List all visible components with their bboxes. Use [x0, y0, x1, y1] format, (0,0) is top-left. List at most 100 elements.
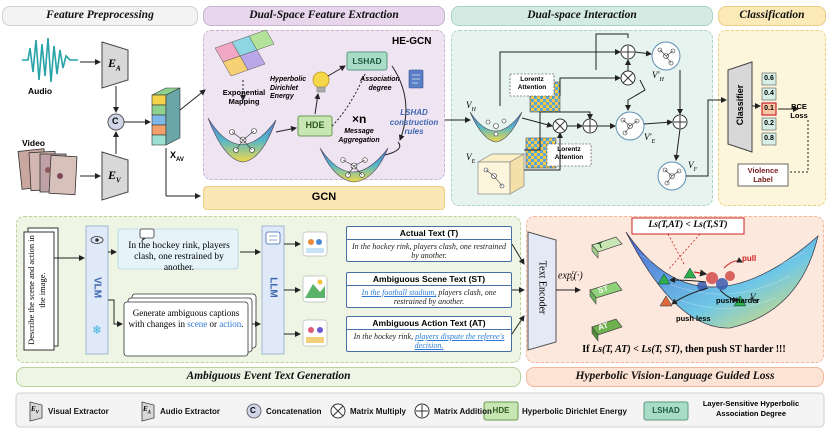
legend-add-icon — [414, 403, 430, 419]
text-encoder-block — [527, 231, 557, 351]
score-4: 0.8 — [764, 135, 774, 142]
vlm-block — [85, 225, 109, 355]
section-title-interaction: Dual-space Interaction — [527, 9, 637, 21]
matrix-add-node-mid — [582, 118, 598, 134]
visual-extractor-block — [101, 151, 129, 201]
ea-symbol: EA — [108, 56, 121, 73]
lshad-block — [346, 51, 388, 71]
dispute-scene-icon — [302, 319, 328, 347]
legend-visual-extractor-icon — [29, 401, 43, 422]
eye-icon — [90, 236, 104, 244]
hyperbolic-bowl-right — [319, 147, 389, 183]
lorentz-attention-label-2: Lorentz Attention — [554, 146, 584, 161]
chat-bubble-icon — [139, 228, 155, 242]
hyperbolic-bowl-left — [207, 117, 277, 163]
ve-prime-graph-node — [615, 111, 645, 141]
audio-label: Audio — [28, 86, 53, 96]
title-bar-loss — [526, 367, 824, 387]
title-bar-classification — [718, 6, 826, 26]
matrix-add-node-final — [672, 114, 688, 130]
generate-card — [123, 301, 249, 357]
marker-at — [659, 295, 673, 307]
token-t — [591, 236, 623, 259]
title-bar-textgen — [16, 367, 521, 387]
vlm-label: VLM — [91, 276, 103, 299]
legend-visual-extractor: Visual Extractor — [48, 407, 109, 416]
pull-label: pull — [742, 254, 757, 263]
vh-prime-label: V'H — [652, 70, 664, 83]
xav-feature-stack — [151, 87, 181, 146]
legend-hde: Hyperbolic Dirichlet Energy — [522, 407, 627, 416]
describe-prompt: Describe the scene and action in the ima… — [26, 235, 47, 345]
legend-lshad-icon — [643, 401, 689, 421]
ve-label: VE — [466, 152, 476, 165]
inequality-label: Ls(T,AT) < Ls(T,ST) — [648, 220, 728, 230]
ambiguous-scene-box: Ambiguous Scene Text (ST) In the footbal… — [346, 272, 512, 308]
score-column — [761, 72, 777, 146]
title-bar-extraction — [203, 6, 445, 26]
llm-label: LLM — [267, 277, 279, 298]
matrix-multiply-node-top — [620, 70, 636, 86]
marker-t — [683, 267, 697, 279]
legend-hde-symbol: HDE — [492, 406, 510, 415]
score-0: 0.6 — [764, 75, 774, 82]
section-title-preprocessing: Feature Preprocessing — [46, 9, 154, 21]
vh-label: VH — [466, 100, 476, 113]
token-st — [589, 281, 623, 305]
vlm-caption-text: In the hockey rink, players clash, one r… — [128, 241, 230, 273]
gcn-bar — [203, 186, 445, 210]
lorentz-attention-label-1: Lorentz Attention — [517, 76, 547, 91]
vf-label: VF — [688, 160, 698, 173]
legend-concat: Concatenation — [266, 407, 322, 416]
score-1: 0.4 — [764, 90, 774, 97]
legend-concat-symbol: C — [250, 406, 256, 415]
prompt-card — [23, 231, 55, 351]
score-3: 0.2 — [764, 120, 774, 127]
hde-label: HDE — [305, 120, 325, 130]
hyperbolic-tiles — [214, 29, 275, 77]
lorentz-attention-box-1 — [509, 73, 555, 97]
marker-st — [657, 273, 671, 285]
hockey-scene-icon — [302, 231, 328, 257]
section-title-extraction: Dual-Space Feature Extraction — [249, 9, 399, 21]
concat-symbol: C — [112, 116, 119, 126]
association-degree-label: Association degree — [360, 76, 400, 92]
ambiguous-scene-body: In the football stadium, players clash, … — [361, 288, 497, 306]
section-title-classification: Classification — [739, 9, 805, 21]
legend-multiply: Matrix Multiply — [350, 407, 407, 416]
legend-hde-icon — [483, 401, 519, 421]
classifier-label: Classifier — [735, 84, 745, 126]
vh-prime-graph-node — [651, 41, 681, 71]
lshad-label: LSHAD — [352, 56, 382, 66]
legend-ea-symbol: EA — [143, 405, 152, 416]
message-aggregation-label: Message Aggregation — [338, 128, 380, 144]
exp-mapping-label: Exponential Mapping — [222, 88, 266, 106]
xav-label: XAV — [170, 150, 184, 163]
actual-text-box: Actual Text (T) In the hockey rink, play… — [346, 226, 512, 262]
legend-audio-extractor-icon — [141, 401, 155, 422]
actual-text-title: Actual Text (T) — [347, 227, 511, 240]
legend-lshad: Layer-Sensitive Hyperbolic Association D… — [702, 399, 800, 418]
score-2: 0.1 — [764, 105, 774, 112]
audio-extractor-block — [101, 41, 129, 89]
bce-loss-label: BCE Loss — [790, 102, 808, 120]
ve-euclidean-node — [476, 153, 526, 195]
token-at — [591, 318, 623, 342]
ambiguous-action-box: Ambiguous Action Text (AT) In the hockey… — [346, 316, 512, 352]
ev-symbol: EV — [108, 168, 121, 185]
legend-concat-icon — [246, 403, 262, 419]
matrix-multiply-node-mid — [552, 118, 568, 134]
players-cluster — [697, 271, 735, 291]
ve-prime-label: V'E — [644, 132, 656, 145]
ambiguous-action-body: In the hockey rink, players dispute the … — [353, 332, 505, 350]
section-title-loss: Hyperbolic Vision-Language Guided Loss — [575, 370, 775, 382]
vf-graph-node — [657, 161, 687, 191]
title-bar-interaction — [451, 6, 713, 26]
legend-add: Matrix Addition — [434, 407, 492, 416]
actual-text-body: In the hockey rink, players clash, one r… — [351, 242, 507, 260]
text-encoder-label: Text Encoder — [536, 260, 548, 315]
exp-map-label: expc0(·) — [558, 270, 583, 284]
he-gcn-label: HE-GCN — [392, 36, 432, 47]
hde-energy-label: Hyperbolic Dirichlet Energy — [270, 76, 307, 100]
